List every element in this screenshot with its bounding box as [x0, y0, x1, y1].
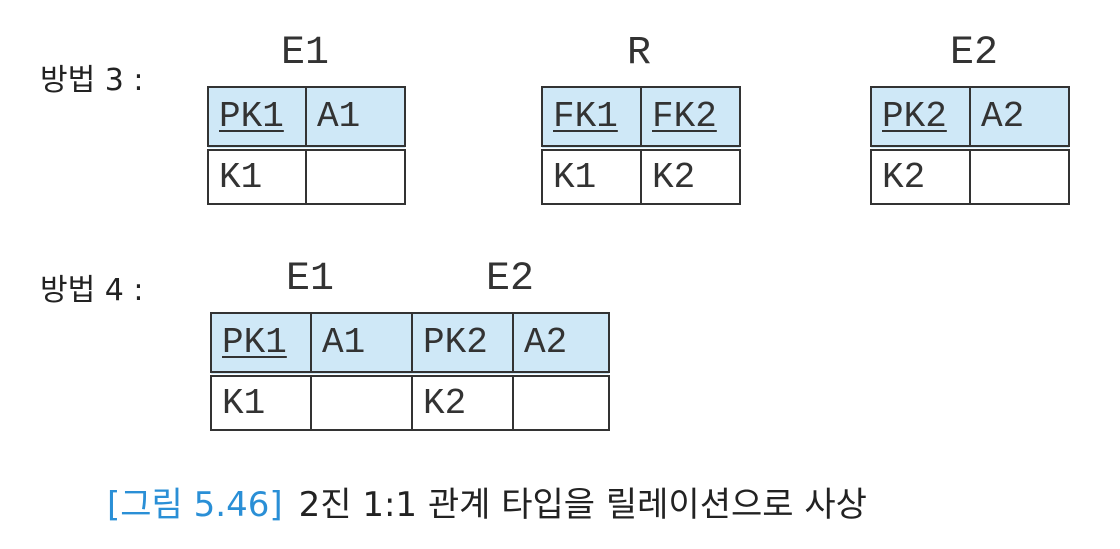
e1-header-a1: A1 [305, 86, 406, 151]
e1-cell-pk1: K1 [207, 147, 307, 205]
e2-header-a2: A2 [969, 86, 1070, 151]
m4-header-a1: A1 [310, 312, 413, 377]
m4-header-pk2: PK2 [411, 312, 514, 377]
method3-label: 방법 3 : [40, 63, 144, 98]
e1-cell-a1 [305, 147, 406, 205]
m4-cell-pk2: K2 [411, 373, 514, 431]
m4-cell-a1 [310, 373, 413, 431]
method3-r-table: FK1 FK2 K1 K2 [541, 86, 741, 205]
figure-number: [그림 5.46] [107, 485, 283, 525]
figure-caption: [그림 5.46] 2진 1:1 관계 타입을 릴레이션으로 사상 [107, 477, 867, 526]
method3-r-name: R [626, 31, 651, 76]
m4-header-a2: A2 [512, 312, 610, 377]
caption-text: 2진 1:1 관계 타입을 릴레이션으로 사상 [298, 485, 867, 525]
r-cell-fk1: K1 [541, 147, 642, 205]
method4-label: 방법 4 : [40, 273, 144, 308]
method4-e2-name: E2 [485, 257, 534, 302]
r-header-fk1: FK1 [541, 86, 642, 151]
method3-e2-table: PK2 A2 K2 [870, 86, 1070, 205]
method4-table: PK1 A1 PK2 A2 K1 K2 [210, 312, 610, 431]
e2-header-pk2: PK2 [870, 86, 971, 151]
m4-cell-pk1: K1 [210, 373, 312, 431]
e2-cell-a2 [969, 147, 1070, 205]
e1-header-pk1: PK1 [207, 86, 307, 151]
method3-e1-name: E1 [280, 31, 329, 76]
r-cell-fk2: K2 [640, 147, 741, 205]
r-header-fk2: FK2 [640, 86, 741, 151]
method3-e1-table: PK1 A1 K1 [207, 86, 406, 205]
m4-header-pk1: PK1 [210, 312, 312, 377]
method4-e1-name: E1 [285, 257, 334, 302]
method3-e2-name: E2 [949, 31, 998, 76]
m4-cell-a2 [512, 373, 610, 431]
e2-cell-pk2: K2 [870, 147, 971, 205]
